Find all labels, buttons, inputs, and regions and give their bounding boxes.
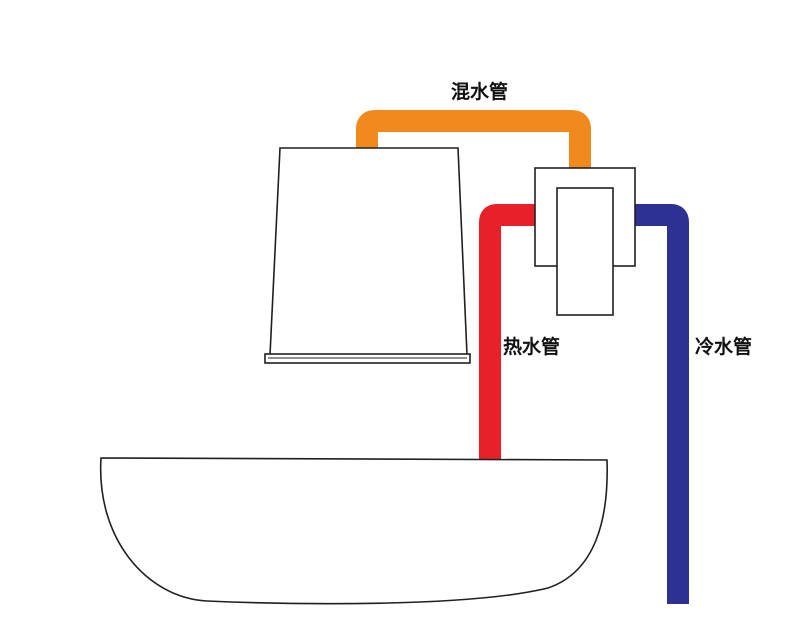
mixed-pipe-label: 混水管 [451,80,508,103]
hot-pipe-label: 热水管 [503,335,560,358]
basin [99,457,608,605]
cold-pipe-label: 冷水管 [695,335,752,358]
hot-water-pipe [479,204,538,462]
shower-head [269,147,468,356]
mixing-valve-handle [556,187,614,316]
cold-water-pipe [632,204,689,604]
mixed-water-pipe [356,110,591,170]
